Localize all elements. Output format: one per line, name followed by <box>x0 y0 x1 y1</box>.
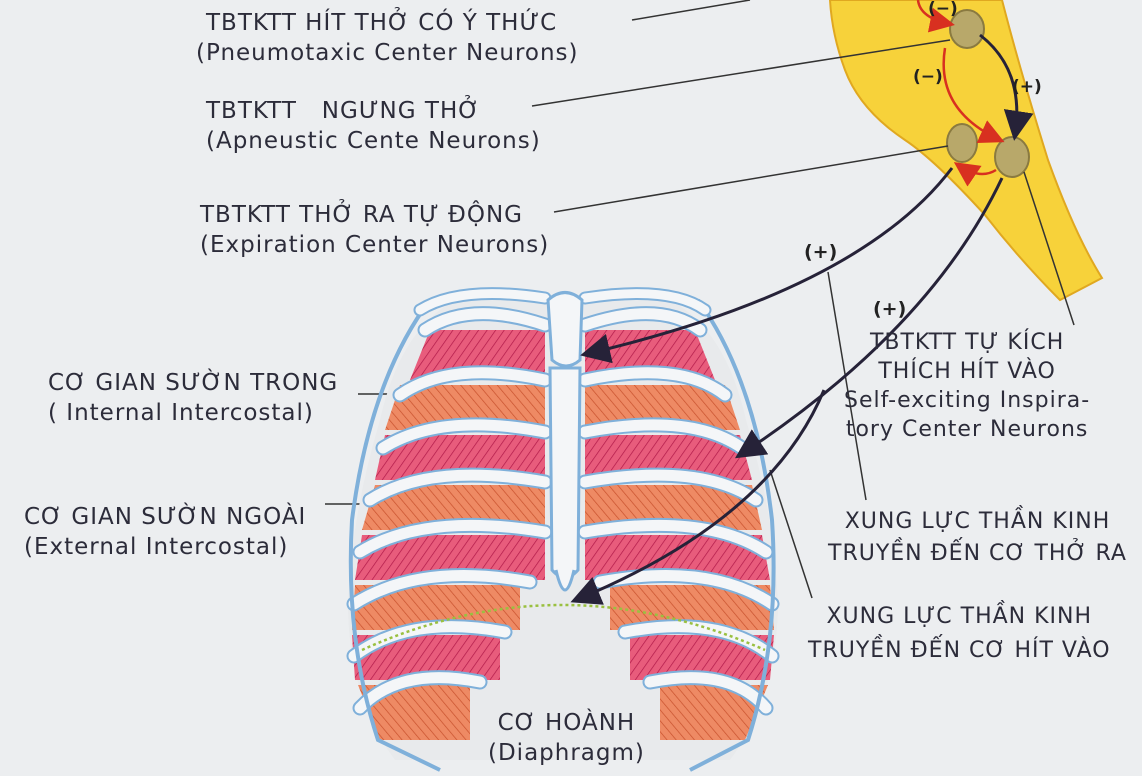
label-internal-en: ( Internal Intercostal) <box>48 398 338 428</box>
ribcage <box>348 293 778 771</box>
label-impulse-exp-l2: TRUYỀN ĐẾN CƠ THỞ RA <box>828 538 1127 570</box>
apneustic-neuron <box>947 124 977 162</box>
sternum <box>548 293 582 367</box>
inspiratory-neuron <box>995 137 1029 177</box>
plus-sign-exp: (+) <box>804 241 837 263</box>
label-self-exciting-l3: Self-exciting Inspira- <box>844 386 1090 415</box>
label-impulse-inspiratory: XUNG LỰC THẦN KINH TRUYỀN ĐẾN CƠ HÍT VÀO <box>808 600 1111 668</box>
label-external-vi: CƠ GIAN SƯỜN NGOÀI <box>24 504 306 530</box>
label-apneustic-vi: TBTKTT NGƯNG THỞ <box>206 98 480 124</box>
label-diaphragm: CƠ HOÀNH (Diaphragm) <box>488 708 645 768</box>
label-diaphragm-vi: CƠ HOÀNH <box>488 708 645 738</box>
label-pneumotaxic: TBTKTT HÍT THỞ CÓ Ý THỨC (Pneumotaxic Ce… <box>206 8 579 68</box>
plus-sign-brainstem: (+) <box>1012 77 1042 97</box>
label-internal-intercostal: CƠ GIAN SƯỜN TRONG ( Internal Intercosta… <box>48 368 338 428</box>
label-expiration-en: (Expiration Center Neurons) <box>200 230 549 260</box>
label-pneumotaxic-vi: TBTKTT HÍT THỞ CÓ Ý THỨC <box>206 10 557 36</box>
label-apneustic: TBTKTT NGƯNG THỞ (Apneustic Cente Neuron… <box>206 96 541 156</box>
label-self-exciting-l4: tory Center Neurons <box>844 415 1090 444</box>
minus-sign-top: (−) <box>928 0 958 19</box>
label-expiration-vi: TBTKTT THỞ RA TỰ ĐỘNG <box>200 202 523 228</box>
label-self-exciting-l1: TBTKTT TỰ KÍCH <box>844 328 1090 357</box>
label-expiration: TBTKTT THỞ RA TỰ ĐỘNG (Expiration Center… <box>200 200 549 260</box>
label-external-intercostal: CƠ GIAN SƯỜN NGOÀI (External Intercostal… <box>24 502 306 562</box>
label-impulse-insp-l1: XUNG LỰC THẦN KINH <box>808 600 1111 634</box>
label-apneustic-en: (Apneustic Cente Neurons) <box>206 126 541 156</box>
minus-sign-mid: (−) <box>913 67 943 87</box>
label-impulse-insp-l2: TRUYỀN ĐẾN CƠ HÍT VÀO <box>808 634 1111 668</box>
label-self-exciting: TBTKTT TỰ KÍCH THÍCH HÍT VÀO Self-exciti… <box>844 328 1090 444</box>
label-internal-vi: CƠ GIAN SƯỜN TRONG <box>48 370 338 396</box>
label-pneumotaxic-en: (Pneumotaxic Center Neurons) <box>196 38 579 68</box>
plus-sign-insp: (+) <box>873 298 906 320</box>
label-external-en: (External Intercostal) <box>24 532 306 562</box>
label-self-exciting-l2: THÍCH HÍT VÀO <box>844 357 1090 386</box>
label-impulse-expiratory: XUNG LỰC THẦN KINH TRUYỀN ĐẾN CƠ THỞ RA <box>828 506 1127 570</box>
label-diaphragm-en: (Diaphragm) <box>488 738 645 768</box>
label-impulse-exp-l1: XUNG LỰC THẦN KINH <box>828 506 1127 538</box>
